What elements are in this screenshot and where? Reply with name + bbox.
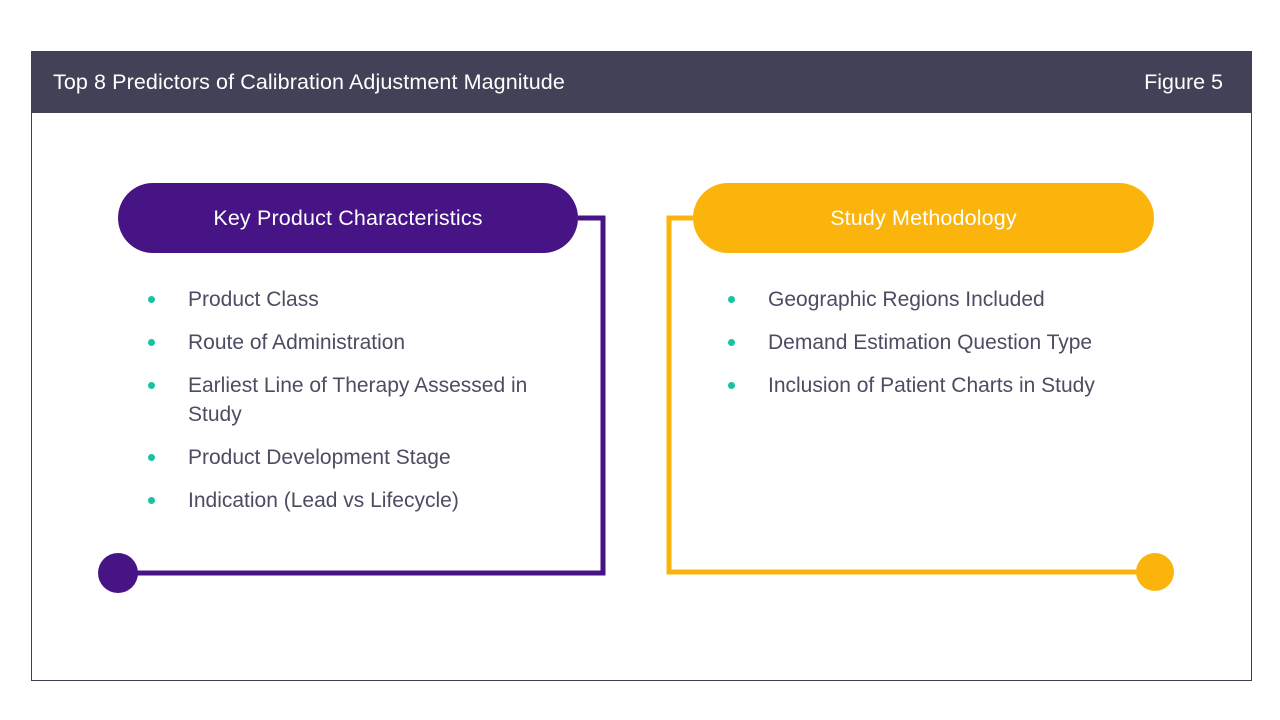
branch-list-study-methodology: Geographic Regions Included Demand Estim… bbox=[728, 285, 1108, 414]
list-item-label: Route of Administration bbox=[188, 331, 406, 354]
bullet-dot-icon bbox=[148, 382, 155, 389]
list-item: Route of Administration bbox=[148, 328, 568, 357]
bullet-dot-icon bbox=[148, 296, 155, 303]
list-item: Earliest Line of Therapy Assessed in Stu… bbox=[148, 371, 568, 429]
branch-title-label: Study Methodology bbox=[830, 205, 1017, 230]
list-item-label: Demand Estimation Question Type bbox=[768, 331, 1093, 354]
list-item-label: Indication (Lead vs Lifecycle) bbox=[188, 489, 459, 512]
branch-title-label: Key Product Characteristics bbox=[213, 205, 483, 230]
list-item-label: Product Class bbox=[188, 288, 319, 311]
list-item: Geographic Regions Included bbox=[728, 285, 1108, 314]
list-item-label: Earliest Line of Therapy Assessed in Stu… bbox=[188, 374, 528, 426]
list-item: Product Class bbox=[148, 285, 568, 314]
figure-label: Figure 5 bbox=[1144, 69, 1223, 94]
list-item-label: Product Development Stage bbox=[188, 446, 451, 469]
bullet-dot-icon bbox=[148, 339, 155, 346]
branch-header-study-methodology[interactable]: Study Methodology bbox=[693, 183, 1154, 253]
list-item: Demand Estimation Question Type bbox=[728, 328, 1108, 357]
bullet-dot-icon bbox=[148, 497, 155, 504]
bullet-dot-icon bbox=[728, 339, 735, 346]
bullet-dot-icon bbox=[148, 454, 155, 461]
list-item: Indication (Lead vs Lifecycle) bbox=[148, 486, 568, 515]
slide-header-bar: Top 8 Predictors of Calibration Adjustme… bbox=[31, 51, 1252, 113]
page-title: Top 8 Predictors of Calibration Adjustme… bbox=[53, 69, 565, 94]
list-item-label: Inclusion of Patient Charts in Study bbox=[768, 374, 1095, 397]
list-item: Product Development Stage bbox=[148, 443, 568, 472]
branch-list-key-product-characteristics: Product Class Route of Administration Ea… bbox=[148, 285, 568, 529]
bullet-dot-icon bbox=[728, 296, 735, 303]
bullet-dot-icon bbox=[728, 382, 735, 389]
list-item: Inclusion of Patient Charts in Study bbox=[728, 371, 1108, 400]
list-item-label: Geographic Regions Included bbox=[768, 288, 1045, 311]
branch-header-key-product-characteristics[interactable]: Key Product Characteristics bbox=[118, 183, 578, 253]
